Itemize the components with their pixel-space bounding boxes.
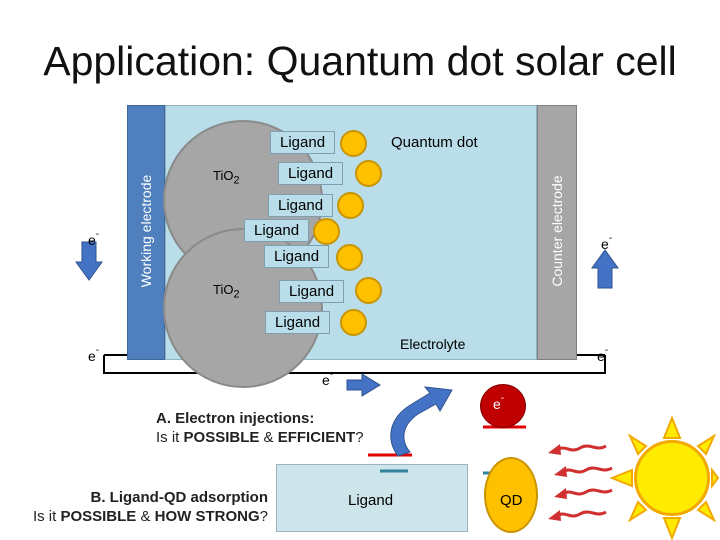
light-ray (555, 510, 607, 518)
quantum-dot (340, 309, 367, 336)
electron-label-left-upper: e- (88, 229, 100, 248)
question-b: B. Ligand-QD adsorption Is it POSSIBLE &… (0, 488, 268, 526)
slide-title: Application: Quantum dot solar cell (43, 38, 677, 84)
sun-rays (609, 415, 720, 540)
sun-icon (634, 440, 710, 516)
ligand-box: Ligand (244, 219, 310, 242)
question-b-body: Is it POSSIBLE & HOW STRONG? (32, 508, 268, 525)
ligand-box: Ligand (268, 194, 334, 217)
electron-flow-up-arrow (591, 249, 619, 289)
question-a-body: Is it POSSIBLE & EFFICIENT? (156, 429, 364, 446)
electron-label-right-lower: e- (597, 345, 609, 364)
energy-qd-label: QD (500, 492, 523, 509)
quantum-dot (336, 244, 363, 271)
quantum-dot (355, 160, 382, 187)
electron-label-left-lower: e- (88, 345, 100, 364)
electron-label-right-upper: e- (601, 233, 613, 252)
tio2-label-top: TiO2 (213, 168, 240, 187)
electrolyte-label: Electrolyte (400, 336, 466, 352)
ligand-box: Ligand (264, 245, 330, 268)
injection-arrow (390, 386, 453, 457)
light-ray (561, 466, 613, 474)
light-ray (561, 488, 613, 496)
electron-flow-right-arrow (346, 373, 381, 397)
light-ray (555, 444, 607, 452)
quantum-dot (355, 277, 382, 304)
question-b-heading: B. Ligand-QD adsorption (90, 489, 269, 506)
tio2-label-bottom: TiO2 (213, 282, 240, 301)
question-a-heading: A. Electron injections: (156, 410, 315, 427)
electron-flow-down-arrow (75, 241, 103, 281)
energy-band-box (276, 464, 468, 532)
electron-ball-label: e- (493, 393, 505, 412)
external-circuit-wire (103, 355, 606, 374)
working-electrode (127, 105, 165, 360)
quantum-dot-label: Quantum dot (391, 134, 478, 151)
quantum-dot (313, 218, 340, 245)
quantum-dot (340, 130, 367, 157)
ligand-box: Ligand (265, 311, 331, 334)
energy-ligand-label: Ligand (348, 492, 394, 509)
quantum-dot (337, 192, 364, 219)
light-ray-heads (548, 444, 567, 521)
ligand-box: Ligand (279, 280, 345, 303)
question-a: A. Electron injections: Is it POSSIBLE &… (156, 409, 364, 447)
electron-label-bottom: e- (322, 369, 334, 388)
electron-ball (480, 384, 526, 428)
counter-electrode (537, 105, 577, 360)
ligand-box: Ligand (278, 162, 344, 185)
qd-energy-dot (484, 457, 538, 533)
ligand-box: Ligand (270, 131, 336, 154)
light-rays (555, 444, 613, 518)
